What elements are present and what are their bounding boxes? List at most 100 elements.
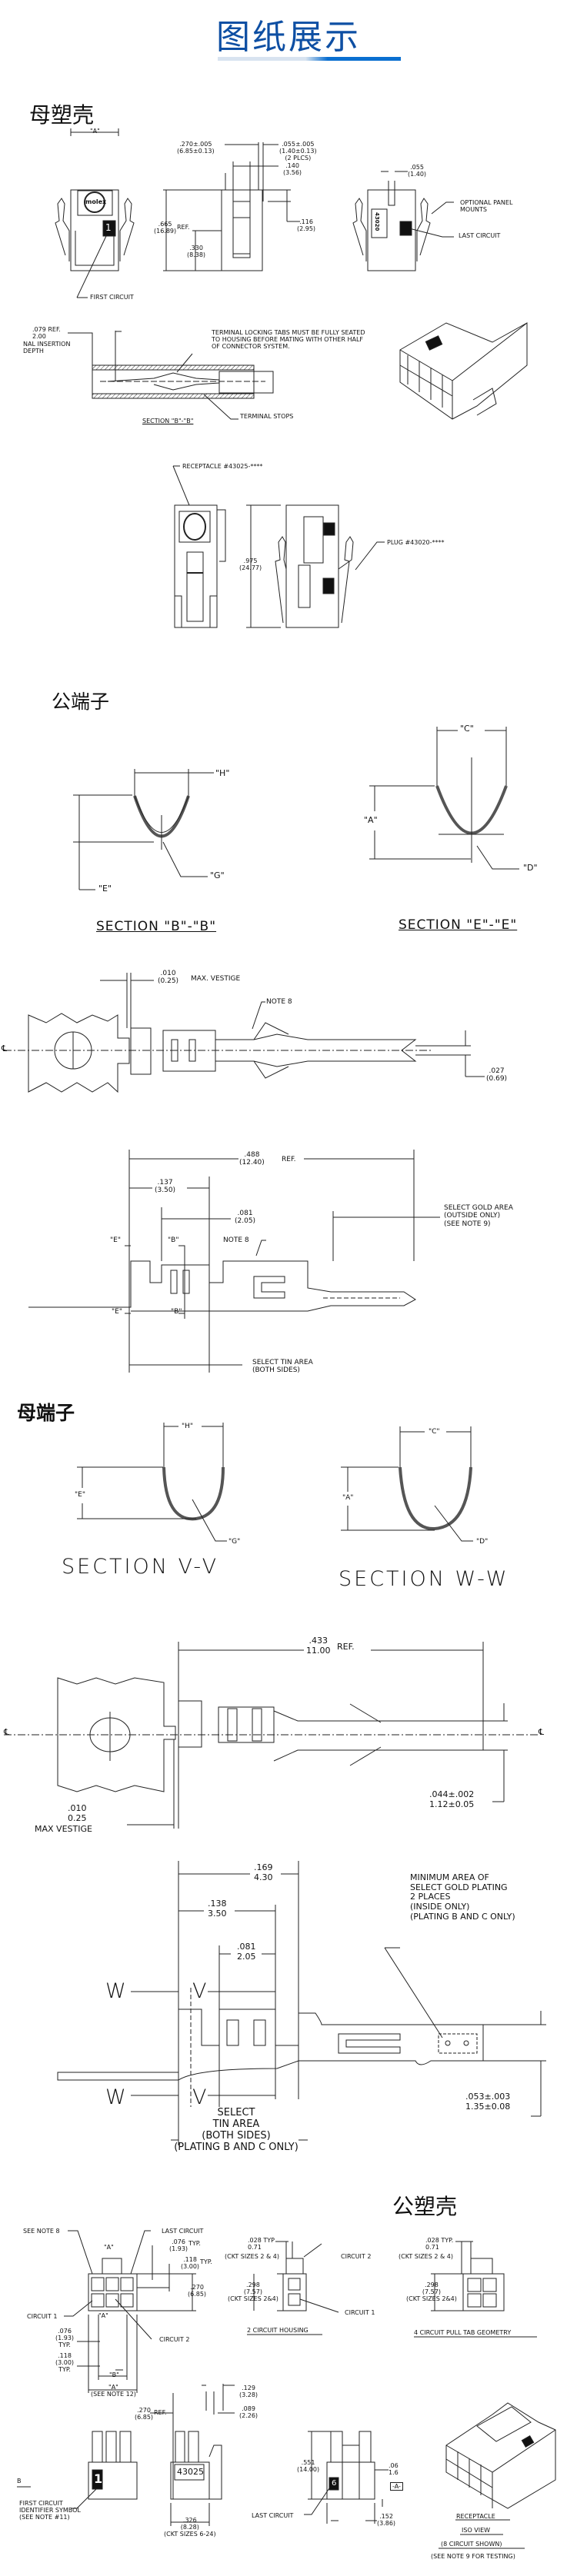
dim-label: MAX. VESTIGE bbox=[191, 975, 241, 983]
dim-label: .137 (3.50) bbox=[155, 1179, 176, 1195]
female-housing-rear-view bbox=[353, 171, 454, 271]
part-mark: 43025 bbox=[177, 2467, 204, 2477]
heading-male-housing: 公塑壳 bbox=[392, 2194, 458, 2219]
section-marker-w: W bbox=[105, 1979, 128, 2003]
dim-label: .270 (6.85) bbox=[188, 2284, 207, 2298]
male-housing-first-circuit-box bbox=[92, 2470, 102, 2489]
section-title: SECTION "B"-"B" bbox=[142, 418, 194, 424]
section-b-b-housing bbox=[68, 331, 273, 419]
dim-label: "E" bbox=[110, 1236, 121, 1244]
callout-label: FIRST CIRCUIT IDENTIFIER SYMBOL (SEE NOT… bbox=[19, 2500, 81, 2521]
dim-label: "A" (SEE NOTE 12) bbox=[91, 2384, 136, 2398]
receptacle-iso-view bbox=[17, 2403, 555, 2548]
section-marker-v: V bbox=[192, 1979, 209, 2003]
plug-mark-box-2 bbox=[323, 578, 334, 594]
dim-label: .076 (1.93) TYP. bbox=[55, 2328, 75, 2349]
dim-label: "B" bbox=[168, 1236, 179, 1244]
dim-label: "B" bbox=[109, 2371, 119, 2378]
dim-label: "C" bbox=[429, 1428, 440, 1436]
female-housing-front-view bbox=[55, 128, 134, 298]
dim-label: .027 (0.69) bbox=[486, 1067, 508, 1083]
dim-label: .079 REF. 2.00 bbox=[32, 326, 61, 341]
dim-label: .665 (16.89) bbox=[154, 221, 177, 235]
dim-label: .270 (6.85) bbox=[135, 2407, 154, 2421]
first-circuit-mark-box bbox=[103, 221, 115, 236]
dim-label: MAX VESTIGE bbox=[35, 1824, 92, 1834]
callout-label: FIRST CIRCUIT bbox=[90, 294, 134, 301]
dim-label: .138 3.50 bbox=[208, 1899, 227, 1919]
male-section-b-b bbox=[73, 769, 214, 890]
dim-label: .028 TYP. 0.71 bbox=[425, 2237, 454, 2252]
female-terminal-side-view bbox=[4, 1642, 539, 1829]
dim-label: .129 (3.28) bbox=[239, 2385, 258, 2399]
four-circuit-housing bbox=[414, 2242, 537, 2337]
callout-label: CIRCUIT 1 bbox=[27, 2313, 58, 2320]
dim-label: .028 TYP 0.71 bbox=[248, 2237, 275, 2252]
male-housing-front-view bbox=[64, 2231, 196, 2393]
callout-label: SELECT TIN AREA (BOTH SIDES) bbox=[252, 1359, 313, 1375]
dim-label: .298 (7.57) (CKT SIZES 2&4) bbox=[406, 2281, 457, 2303]
dim-label: .010 0.25 bbox=[68, 1803, 87, 1823]
dim-label: .118 (3.00) bbox=[181, 2256, 200, 2271]
callout-label: LAST CIRCUIT bbox=[252, 2512, 294, 2519]
dim-label: .551 (14.00) bbox=[297, 2459, 320, 2474]
view-title: 2 CIRCUIT HOUSING bbox=[247, 2327, 309, 2334]
first-circuit-mark: 1 bbox=[94, 2471, 103, 2486]
dim-label: .152 (3.86) bbox=[377, 2513, 396, 2528]
section-title: SECTION "E"-"E" bbox=[399, 917, 518, 933]
part-mark: 43020 bbox=[374, 212, 381, 231]
dim-label: "H" bbox=[182, 1423, 194, 1430]
section-title: SECTION W-W bbox=[339, 1567, 509, 1591]
dim-label: (CKT SIZES 2 & 4) bbox=[225, 2253, 279, 2260]
dim-label: "C" bbox=[460, 724, 474, 734]
dim-label: "A" bbox=[98, 2312, 108, 2319]
title-underline bbox=[218, 57, 401, 61]
dim-label: TYP. bbox=[200, 2258, 212, 2265]
dim-label: .118 (3.00) TYP. bbox=[55, 2352, 75, 2374]
dim-label: .330 (8.38) bbox=[187, 245, 206, 259]
dim-label: .06 1.6 bbox=[389, 2462, 399, 2477]
note-label: TERMINAL LOCKING TABS MUST BE FULLY SEAT… bbox=[212, 329, 365, 351]
centerline-symbol: ℄ bbox=[539, 1727, 545, 1737]
last-circuit-mark-box bbox=[400, 221, 412, 235]
view-title: 4 CIRCUIT PULL TAB GEOMETRY bbox=[414, 2329, 512, 2336]
dim-label: "G" bbox=[210, 870, 225, 880]
dim-label: REF. bbox=[154, 2409, 167, 2416]
dim-label: REF. bbox=[177, 224, 190, 231]
dim-label: "D" bbox=[523, 863, 538, 873]
dim-label: "A" bbox=[364, 815, 378, 825]
dim-label: "H" bbox=[215, 768, 230, 778]
dim-label: .326 (8.28) (CKT SIZES 6-24) bbox=[164, 2517, 216, 2538]
view-title: RECEPTACLE bbox=[456, 2513, 495, 2520]
dim-label: "E" bbox=[98, 884, 112, 894]
female-section-v-v bbox=[77, 1423, 227, 1541]
note-label: NOTE 8 bbox=[223, 1236, 249, 1244]
callout-label: CIRCUIT 2 bbox=[341, 2253, 372, 2260]
page-title: 图纸展示 bbox=[216, 18, 361, 57]
callout-label: SELECT GOLD AREA (OUTSIDE ONLY) (SEE NOT… bbox=[444, 1204, 513, 1228]
section-marker-w: W bbox=[105, 2085, 128, 2109]
dim-label: "D" bbox=[476, 1538, 489, 1546]
dim-label: .116 (2.95) bbox=[297, 218, 316, 233]
dim-label: (CKT SIZES 2 & 4) bbox=[399, 2253, 453, 2260]
callout-label: LAST CIRCUIT bbox=[162, 2228, 204, 2235]
dim-label: TYP. bbox=[188, 2240, 201, 2247]
dim-label: "E" bbox=[75, 1491, 85, 1499]
dim-label: .053±.003 1.35±0.08 bbox=[465, 2092, 511, 2112]
callout-label: CIRCUIT 1 bbox=[345, 2309, 375, 2316]
dim-label: "A" bbox=[104, 2244, 114, 2251]
view-caption: (8 CIRCUIT SHOWN) bbox=[441, 2541, 502, 2548]
dim-label: .298 (7.57) (CKT SIZES 2&4) bbox=[228, 2281, 278, 2303]
dim-label: .081 2.05 bbox=[237, 1942, 256, 1962]
note-label: NOTE 8 bbox=[266, 998, 292, 1006]
dim-label: "A" bbox=[90, 128, 100, 135]
dim-label: "E" bbox=[112, 1308, 122, 1316]
dim-label: "A" bbox=[342, 1494, 354, 1502]
callout-label: TERMINAL STOPS bbox=[240, 413, 294, 420]
dim-label: "B" bbox=[171, 1308, 182, 1316]
callout-label: SELECT TIN AREA (BOTH SIDES) (PLATING B … bbox=[174, 2107, 299, 2153]
male-housing-side-views bbox=[71, 2384, 389, 2526]
dim-label: .055 (1.40) bbox=[408, 164, 427, 178]
heading-female-terminal: 母端子 bbox=[17, 1402, 75, 1424]
